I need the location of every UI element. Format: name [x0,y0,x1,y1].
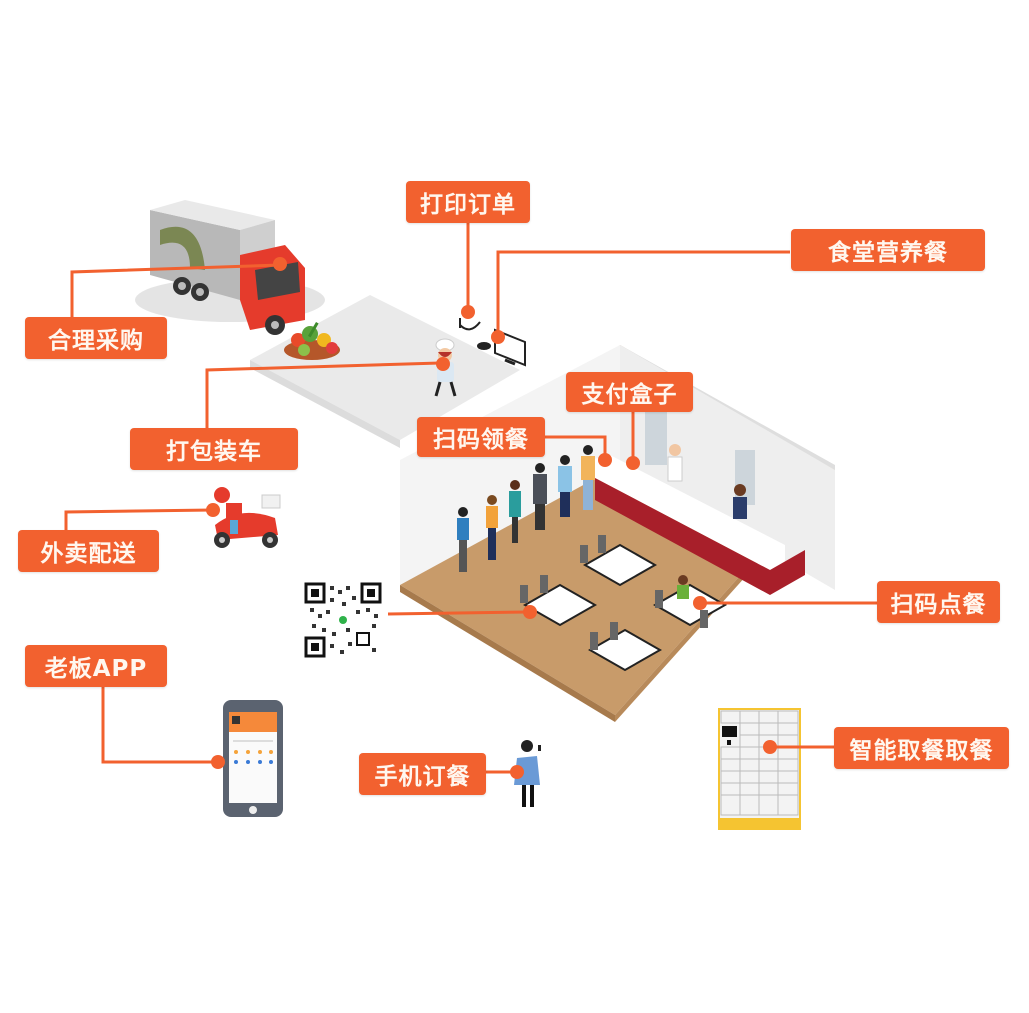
label-payment-box: 支付盒子 [566,372,693,412]
connector-dot-canteen-meal [491,330,505,344]
label-print-order: 打印订单 [406,181,530,223]
label-purchase: 合理采购 [25,317,167,359]
delivery-truck-illustration [135,200,325,335]
label-scan-pickup: 扫码领餐 [417,417,545,457]
connector-dot-boss-app [211,755,225,769]
label-smart-pickup: 智能取餐取餐 [834,727,1009,769]
label-scan-order: 扫码点餐 [877,581,1000,623]
connector-scan-pickup [545,435,607,458]
connector-dot-payment-box [626,456,640,470]
label-pack-load: 打包装车 [130,428,298,470]
dining-tables [520,535,728,672]
connector-canteen-meal [496,250,790,335]
connector-boss-app [101,686,218,764]
connector-dot-scan-pickup [598,453,612,467]
connector-purchase [70,263,281,320]
connector-dot-pack-load [436,357,450,371]
connector-dot-purchase [273,257,287,271]
smart-locker-illustration [718,708,801,830]
connector-dot-qr [523,605,537,619]
connector-dot-scan-order [693,596,707,610]
receipt-printer-illustration [459,318,481,331]
qr-code-illustration [304,582,382,658]
connector-dot-mobile-order [510,765,524,779]
delivery-scooter-illustration [214,487,281,548]
label-boss-app: 老板APP [25,645,167,687]
connector-qr [387,610,529,616]
label-mobile-order: 手机订餐 [359,753,486,795]
smartphone-illustration [223,700,283,817]
queue-people [457,445,595,572]
vegetable-basket-illustration [284,321,340,360]
label-delivery: 外卖配送 [18,530,159,572]
connector-pack-load [205,361,441,430]
label-canteen-meal: 食堂营养餐 [791,229,985,271]
connector-dot-print-order [461,305,475,319]
connector-delivery [64,508,214,530]
connector-dot-delivery [206,503,220,517]
connector-dot-smart-pickup [763,740,777,754]
